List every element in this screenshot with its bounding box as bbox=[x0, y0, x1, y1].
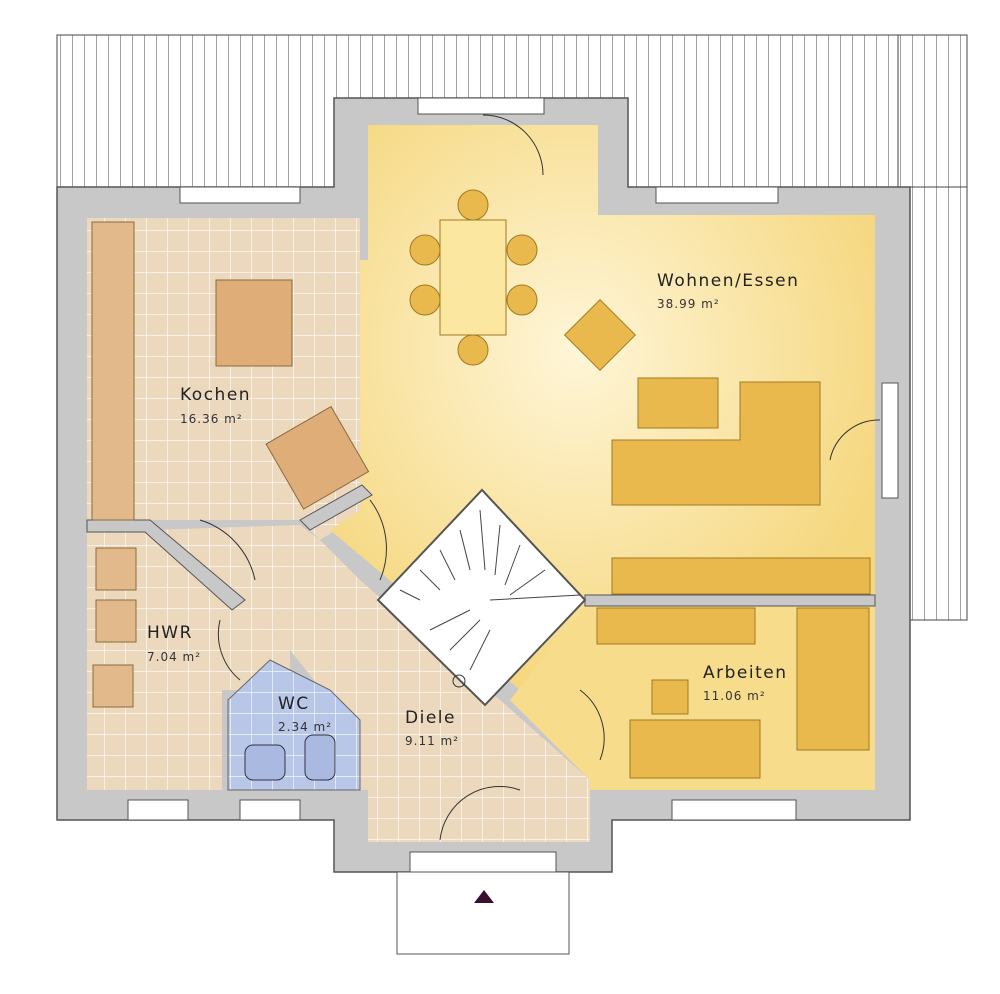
floor-arbeiten bbox=[510, 600, 875, 790]
furniture bbox=[91, 189, 871, 781]
room-name-diele: Diele bbox=[405, 708, 456, 728]
room-area-wohnen: 38.99 m² bbox=[657, 297, 720, 311]
floor-diele bbox=[150, 525, 590, 842]
entrance-arrow-icon bbox=[474, 890, 494, 903]
room-name-wc: WC bbox=[278, 694, 310, 714]
staircase bbox=[376, 488, 587, 707]
room-area-arbeiten: 11.06 m² bbox=[703, 689, 766, 703]
room-name-wohnen: Wohnen/Essen bbox=[657, 271, 800, 291]
room-area-hwr: 7.04 m² bbox=[147, 650, 202, 664]
floor-hwr bbox=[87, 530, 290, 790]
room-area-wc: 2.34 m² bbox=[278, 720, 333, 734]
room-area-kochen: 16.36 m² bbox=[180, 412, 243, 426]
entrance-porch bbox=[396, 871, 570, 955]
room-name-arbeiten: Arbeiten bbox=[703, 663, 788, 683]
room-area-diele: 9.11 m² bbox=[405, 734, 460, 748]
room-name-kochen: Kochen bbox=[180, 385, 252, 405]
room-name-hwr: HWR bbox=[147, 623, 193, 643]
